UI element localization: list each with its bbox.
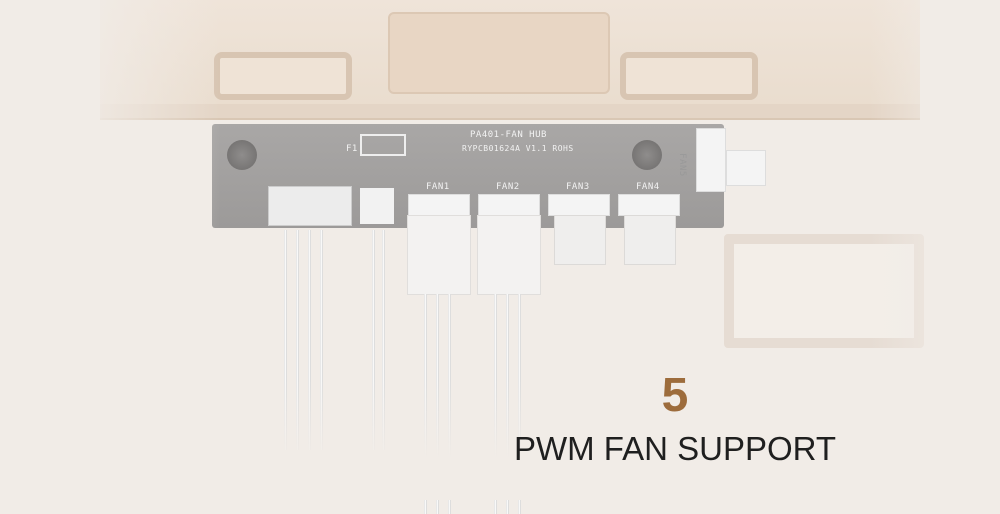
fan4-header	[618, 194, 680, 216]
port-label-fan4: FAN4	[636, 182, 660, 192]
pcb-model-label: PA401-FAN HUB	[470, 130, 547, 140]
fuse-component	[360, 134, 406, 156]
headline-caption: PWM FAN SUPPORT	[513, 430, 837, 467]
fan3-plug	[554, 215, 606, 265]
fan2-plug	[477, 215, 541, 295]
power-connector	[360, 188, 394, 224]
fuse-label: F1	[346, 144, 358, 154]
screw-icon	[227, 140, 257, 170]
fan4-plug	[624, 215, 676, 265]
headline-number: 5	[661, 369, 689, 422]
cable-clip	[214, 52, 352, 100]
port-label-fan2: FAN2	[496, 182, 520, 192]
case-tab	[388, 12, 610, 94]
fan1-header	[408, 194, 470, 216]
port-label-fan1: FAN1	[426, 182, 450, 192]
port-label-fan5: FAN5	[676, 153, 687, 177]
fan5-header	[696, 128, 726, 192]
port-label-fan3: FAN3	[566, 182, 590, 192]
cable	[382, 230, 385, 450]
cable	[296, 230, 299, 450]
pcb-part-label: RYPCB01624A V1.1 ROHS	[462, 144, 574, 153]
cable	[320, 230, 323, 450]
cable	[284, 230, 287, 450]
main-connector	[268, 186, 352, 226]
fan5-plug	[726, 150, 766, 186]
case-rail	[100, 104, 920, 120]
cable-clip	[620, 52, 758, 100]
screw-icon	[632, 140, 662, 170]
fade-overlay	[0, 380, 1000, 500]
cable	[372, 230, 375, 450]
cable	[308, 230, 311, 450]
fan3-header	[548, 194, 610, 216]
fan2-header	[478, 194, 540, 216]
fan1-plug	[407, 215, 471, 295]
